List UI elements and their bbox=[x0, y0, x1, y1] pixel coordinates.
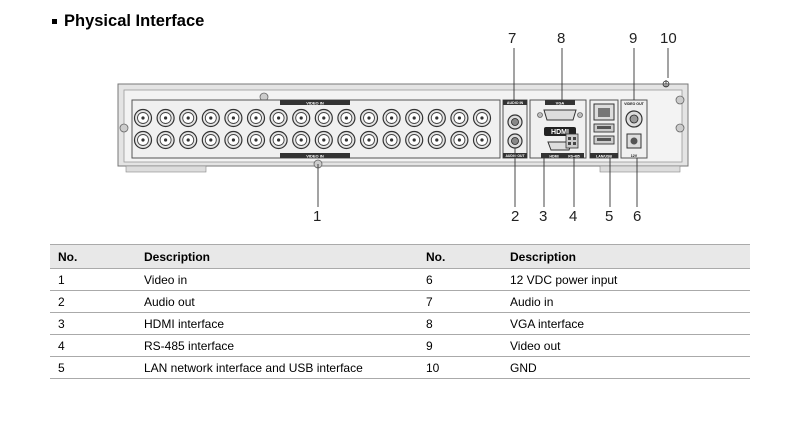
callout-7: 7 bbox=[508, 30, 517, 47]
vga-label: VGA bbox=[556, 100, 565, 105]
cell-description: Audio out bbox=[136, 290, 418, 313]
cell-no: 8 bbox=[418, 312, 502, 335]
bnc-connector-icon bbox=[246, 108, 266, 128]
table-row: 5 LAN network interface and USB interfac… bbox=[50, 356, 750, 379]
bnc-connector-icon bbox=[201, 130, 220, 150]
cell-no: 3 bbox=[50, 312, 136, 335]
gnd-icon bbox=[662, 80, 670, 88]
video-in-panel: VIDEO IN VIDEO IN bbox=[131, 99, 501, 159]
bnc-connector-icon bbox=[179, 108, 198, 128]
vga-hdmi-panel: VGA HDMI HDMI RS-485 bbox=[529, 99, 587, 159]
audio-out-label: AUDIO OUT bbox=[505, 154, 525, 158]
cell-no: 5 bbox=[50, 356, 136, 379]
audio-in-label: AUDIO IN bbox=[507, 101, 524, 105]
power-label: 12V bbox=[631, 154, 638, 158]
cell-no: 7 bbox=[418, 290, 502, 313]
cell-no: 6 bbox=[418, 268, 502, 291]
bnc-connector-icon bbox=[246, 130, 266, 150]
bnc-connector-icon bbox=[156, 108, 175, 128]
video-in-bottom-label: VIDEO IN bbox=[306, 154, 324, 159]
bnc-connector-icon bbox=[472, 130, 492, 150]
callout-9: 9 bbox=[629, 30, 638, 47]
bnc-connector-icon bbox=[179, 130, 198, 150]
interface-table: No. Description No. Description 1 Video … bbox=[50, 244, 750, 379]
video-out-power-panel: VIDEO OUT 12V bbox=[620, 99, 648, 159]
bnc-connector-icon bbox=[337, 108, 356, 128]
rs485-label: RS-485 bbox=[568, 154, 580, 158]
section-title: Physical Interface bbox=[52, 12, 204, 31]
cell-description: Audio in bbox=[502, 290, 750, 313]
cell-no: 1 bbox=[50, 268, 136, 291]
bnc-connector-icon bbox=[133, 130, 153, 150]
callout-3: 3 bbox=[539, 208, 548, 225]
bnc-connector-icon bbox=[314, 130, 333, 150]
header-no-right: No. bbox=[418, 244, 502, 269]
callout-5: 5 bbox=[605, 208, 614, 225]
callout-6: 6 bbox=[633, 208, 642, 225]
callout-8: 8 bbox=[557, 30, 566, 47]
cell-no: 10 bbox=[418, 356, 502, 379]
cell-description: VGA interface bbox=[502, 312, 750, 335]
bnc-connector-icon bbox=[359, 130, 379, 150]
bnc-connector-icon bbox=[269, 108, 288, 128]
bnc-connector-icon bbox=[382, 130, 401, 150]
callout-10: 10 bbox=[660, 30, 677, 47]
bnc-connector-icon bbox=[224, 108, 243, 128]
table-row: 3 HDMI interface 8 VGA interface bbox=[50, 312, 750, 335]
bnc-connector-icon bbox=[427, 108, 446, 128]
bnc-connector-icon bbox=[405, 108, 424, 128]
table-header-row: No. Description No. Description bbox=[50, 244, 750, 269]
rear-panel-diagram: VIDEO IN VIDEO IN AUDIO IN AUDIO OUT VGA… bbox=[117, 48, 689, 207]
bnc-connector-icon bbox=[427, 130, 446, 150]
video-out-label: VIDEO OUT bbox=[624, 102, 645, 106]
bnc-connector-icon bbox=[156, 130, 175, 150]
bnc-connector-icon bbox=[269, 130, 288, 150]
table-row: 1 Video in 6 12 VDC power input bbox=[50, 268, 750, 291]
bnc-connector-icon bbox=[201, 108, 220, 128]
bnc-connector-icon bbox=[337, 130, 356, 150]
header-no-left: No. bbox=[50, 244, 136, 269]
cell-description: RS-485 interface bbox=[136, 334, 418, 357]
hdmi-logo: HDMI bbox=[551, 129, 569, 136]
header-description-right: Description bbox=[502, 244, 750, 269]
bnc-connector-grid bbox=[133, 108, 492, 150]
cell-description: Video in bbox=[136, 268, 418, 291]
cell-description: 12 VDC power input bbox=[502, 268, 750, 291]
bnc-connector-icon bbox=[382, 108, 401, 128]
callout-4: 4 bbox=[569, 208, 578, 225]
video-in-top-label: VIDEO IN bbox=[306, 101, 324, 106]
bnc-connector-icon bbox=[359, 108, 379, 128]
cell-description: GND bbox=[502, 356, 750, 379]
cell-no: 9 bbox=[418, 334, 502, 357]
cell-description: Video out bbox=[502, 334, 750, 357]
cell-no: 2 bbox=[50, 290, 136, 313]
callout-1: 1 bbox=[313, 208, 322, 225]
bullet-icon bbox=[52, 19, 57, 24]
bnc-connector-icon bbox=[292, 108, 311, 128]
callout-2: 2 bbox=[511, 208, 520, 225]
section-title-text: Physical Interface bbox=[64, 12, 205, 30]
bnc-connector-icon bbox=[314, 108, 333, 128]
bnc-connector-icon bbox=[450, 108, 469, 128]
bnc-connector-icon bbox=[133, 108, 153, 128]
lan-usb-label: LAN/USB bbox=[596, 154, 612, 158]
bnc-connector-icon bbox=[292, 130, 311, 150]
table-row: 4 RS-485 interface 9 Video out bbox=[50, 334, 750, 357]
cell-description: LAN network interface and USB interface bbox=[136, 356, 418, 379]
cell-description: HDMI interface bbox=[136, 312, 418, 335]
cell-no: 4 bbox=[50, 334, 136, 357]
bnc-connector-icon bbox=[472, 108, 492, 128]
table-row: 2 Audio out 7 Audio in bbox=[50, 290, 750, 313]
hdmi-label: HDMI bbox=[549, 154, 558, 158]
bnc-connector-icon bbox=[450, 130, 469, 150]
bnc-connector-icon bbox=[224, 130, 243, 150]
bnc-connector-icon bbox=[405, 130, 424, 150]
callout-lines bbox=[317, 48, 669, 207]
header-description-left: Description bbox=[136, 244, 418, 269]
lan-usb-panel: LAN/USB bbox=[589, 99, 619, 159]
